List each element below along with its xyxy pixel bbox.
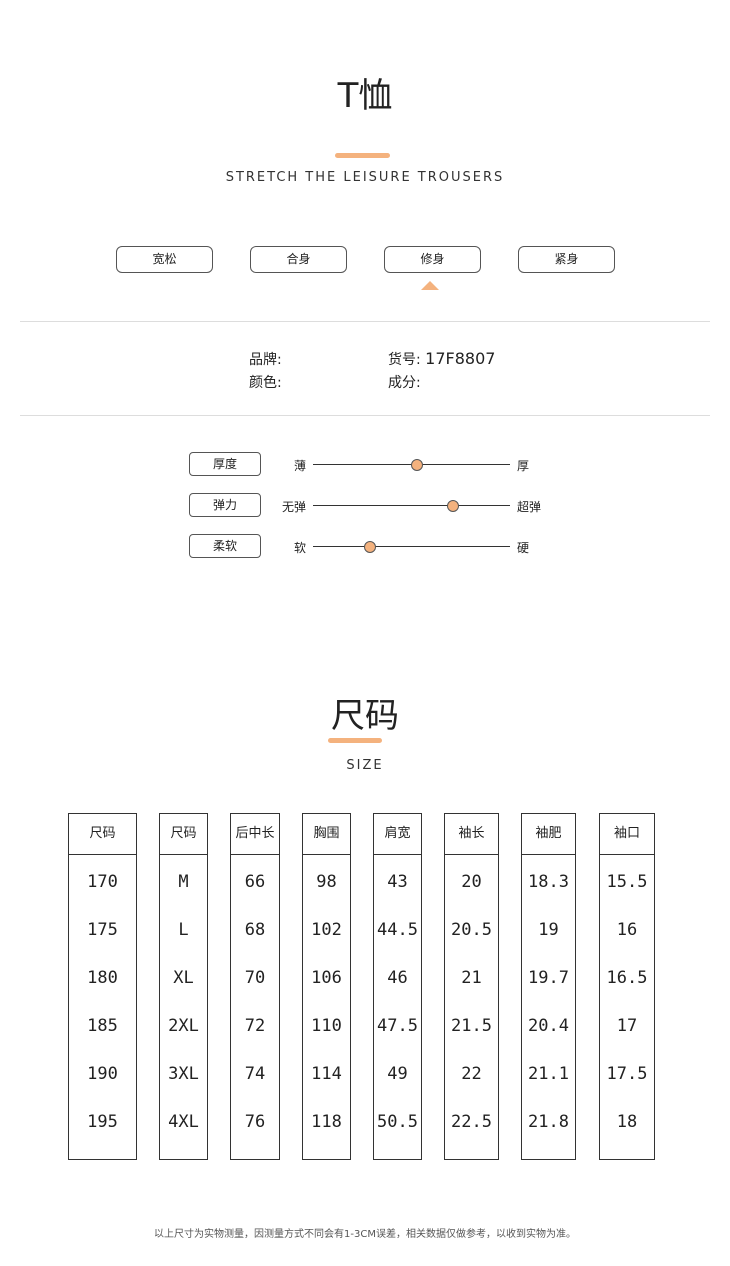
table-cell: 16.5 xyxy=(606,968,648,988)
table-cell: 170 xyxy=(87,872,118,892)
table-cell: 15.5 xyxy=(606,872,648,892)
table-cell: 22 xyxy=(461,1064,482,1084)
table-cell: 21.5 xyxy=(451,1016,492,1036)
attribute-scale xyxy=(313,459,510,471)
table-cell: 49 xyxy=(387,1064,408,1084)
attribute-min-label: 无弹 xyxy=(281,500,306,514)
divider xyxy=(20,321,710,322)
table-cell: L xyxy=(178,920,189,940)
column-header: 袖肥 xyxy=(522,814,575,855)
table-cell: 21.8 xyxy=(528,1112,569,1132)
table-column: 肩宽 43 44.5 46 47.5 49 50.5 xyxy=(373,813,422,1160)
table-cell: 98 xyxy=(316,872,337,892)
column-header: 胸围 xyxy=(303,814,350,855)
column-header: 袖长 xyxy=(445,814,498,855)
attribute-knob xyxy=(364,541,377,553)
selected-indicator-icon xyxy=(421,281,439,290)
attribute-knob xyxy=(411,459,424,471)
attribute-max-label: 硬 xyxy=(517,541,530,555)
table-cell: 106 xyxy=(311,968,342,988)
attribute-min-label: 薄 xyxy=(293,459,306,473)
table-cell: 185 xyxy=(87,1016,118,1036)
table-column: 尺码 170 175 180 185 190 195 xyxy=(68,813,137,1160)
table-cell: 2XL xyxy=(168,1016,199,1036)
color-label: 颜色: xyxy=(249,375,282,391)
item-number-value: 17F8807 xyxy=(425,349,496,368)
column-header: 尺码 xyxy=(69,814,136,855)
table-cell: XL xyxy=(173,968,194,988)
table-cell: 20 xyxy=(461,872,482,892)
column-header: 后中长 xyxy=(231,814,279,855)
table-cell: 76 xyxy=(244,1112,266,1132)
material-label: 成分: xyxy=(388,375,421,391)
table-cell: 4XL xyxy=(168,1112,199,1132)
size-title: 尺码 xyxy=(331,696,399,736)
table-cell: 20.5 xyxy=(451,920,492,940)
table-cell: 22.5 xyxy=(451,1112,492,1132)
table-cell: M xyxy=(178,872,189,892)
fit-option-tight[interactable]: 紧身 xyxy=(518,246,615,273)
attribute-min-label: 软 xyxy=(293,541,306,555)
fit-option-loose[interactable]: 宽松 xyxy=(116,246,213,273)
fit-option-slim[interactable]: 修身 xyxy=(384,246,481,273)
divider xyxy=(20,415,710,416)
measurement-note: 以上尺寸为实物测量，因测量方式不同会有1-3CM误差，相关数据仅做参考，以收到实… xyxy=(154,1229,576,1240)
table-cell: 19 xyxy=(538,920,559,940)
table-cell: 47.5 xyxy=(377,1016,418,1036)
table-column: 袖口 15.5 16 16.5 17 17.5 18 xyxy=(599,813,655,1160)
column-header: 肩宽 xyxy=(374,814,421,855)
table-cell: 16 xyxy=(616,920,638,940)
table-column: 尺码 M L XL 2XL 3XL 4XL xyxy=(159,813,208,1160)
accent-bar xyxy=(335,153,390,158)
table-cell: 190 xyxy=(87,1064,118,1084)
table-cell: 175 xyxy=(87,920,118,940)
table-cell: 20.4 xyxy=(528,1016,569,1036)
attribute-max-label: 厚 xyxy=(517,459,530,473)
accent-bar xyxy=(328,738,382,743)
table-cell: 72 xyxy=(244,1016,266,1036)
table-cell: 114 xyxy=(311,1064,342,1084)
table-cell: 118 xyxy=(311,1112,342,1132)
column-header: 袖口 xyxy=(600,814,654,855)
table-column: 袖长 20 20.5 21 21.5 22 22.5 xyxy=(444,813,499,1160)
attribute-knob xyxy=(446,500,459,512)
table-cell: 46 xyxy=(387,968,408,988)
attribute-tag: 弹力 xyxy=(189,493,261,517)
table-cell: 21 xyxy=(461,968,482,988)
table-cell: 50.5 xyxy=(377,1112,418,1132)
item-number-label: 货号: xyxy=(388,352,421,368)
table-cell: 44.5 xyxy=(377,920,418,940)
fit-option-regular[interactable]: 合身 xyxy=(250,246,347,273)
page-title: T恤 xyxy=(337,76,393,116)
table-cell: 180 xyxy=(87,968,118,988)
table-cell: 17.5 xyxy=(606,1064,648,1084)
column-header: 尺码 xyxy=(160,814,207,855)
table-cell: 70 xyxy=(244,968,266,988)
table-cell: 19.7 xyxy=(528,968,569,988)
attribute-scale xyxy=(313,541,510,553)
brand-label: 品牌: xyxy=(249,352,282,368)
table-cell: 110 xyxy=(311,1016,342,1036)
page-subtitle: STRETCH THE LEISURE TROUSERS xyxy=(225,170,505,185)
table-cell: 66 xyxy=(244,872,266,892)
table-cell: 21.1 xyxy=(528,1064,569,1084)
table-cell: 18 xyxy=(616,1112,638,1132)
table-cell: 17 xyxy=(616,1016,638,1036)
table-cell: 74 xyxy=(244,1064,266,1084)
table-cell: 68 xyxy=(244,920,266,940)
size-subtitle: SIZE xyxy=(346,758,384,773)
table-column: 袖肥 18.3 19 19.7 20.4 21.1 21.8 xyxy=(521,813,576,1160)
table-cell: 195 xyxy=(87,1112,118,1132)
attribute-tag: 厚度 xyxy=(189,452,261,476)
table-cell: 3XL xyxy=(168,1064,199,1084)
attribute-scale xyxy=(313,500,510,512)
attribute-max-label: 超弹 xyxy=(517,500,542,514)
table-cell: 43 xyxy=(387,872,408,892)
table-cell: 102 xyxy=(311,920,342,940)
table-column: 后中长 66 68 70 72 74 76 xyxy=(230,813,280,1160)
attribute-tag: 柔软 xyxy=(189,534,261,558)
table-column: 胸围 98 102 106 110 114 118 xyxy=(302,813,351,1160)
table-cell: 18.3 xyxy=(528,872,569,892)
